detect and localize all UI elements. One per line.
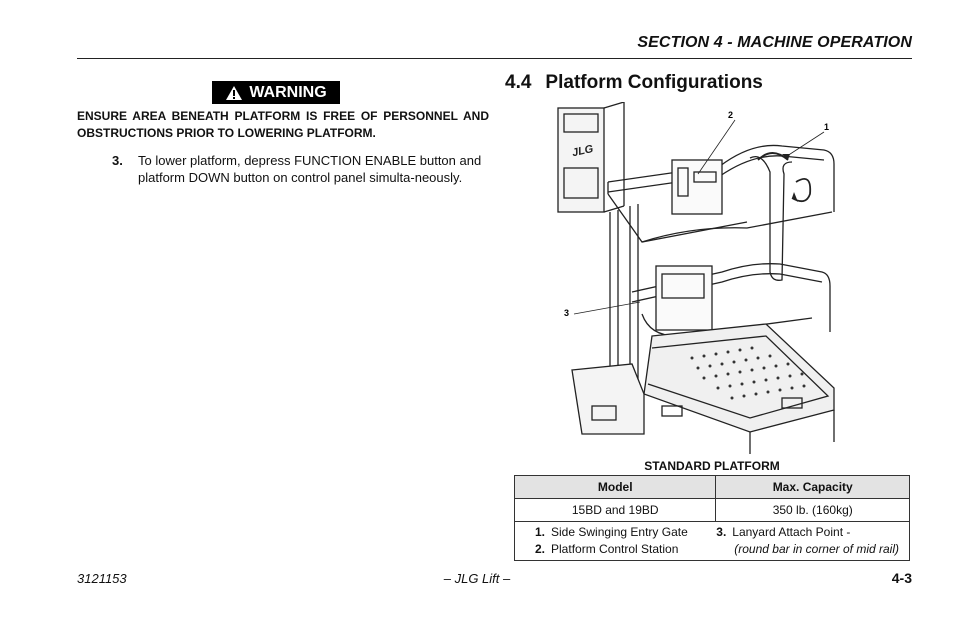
legend-note: (round bar in corner of mid rail) xyxy=(734,542,899,556)
control-station xyxy=(671,159,723,215)
legend-item-2: 2.Platform Control Station xyxy=(535,542,679,556)
section-heading: 4.4 Platform Configurations xyxy=(505,72,763,94)
legend-row: 1.Side Swinging Entry Gate 2.Platform Co… xyxy=(514,521,910,561)
section-number: 4.4 xyxy=(505,72,532,93)
footer-center: – JLG Lift – xyxy=(443,571,511,586)
cell-model: 15BD and 19BD xyxy=(513,498,717,522)
callout-1: 1 xyxy=(824,122,829,132)
footer-doc-number: 3121153 xyxy=(77,571,127,586)
step-number: 3. xyxy=(112,153,123,168)
table-header-row: Model Max. Capacity xyxy=(513,475,910,499)
mast-panel-top xyxy=(563,113,599,133)
footer-page-number: 4-3 xyxy=(891,570,912,586)
warning-badge: WARNING xyxy=(212,81,340,104)
section-title: Platform Configurations xyxy=(545,72,763,93)
deck-grid xyxy=(690,346,806,400)
warning-triangle-icon xyxy=(226,85,243,100)
brand-mark: JLG xyxy=(571,143,595,159)
mast-column xyxy=(557,107,605,213)
step-text: To lower platform, depress FUNCTION ENAB… xyxy=(138,153,482,185)
mast-panel-bottom xyxy=(563,167,599,199)
section-header-title: SECTION 4 - MACHINE OPERATION xyxy=(637,34,912,51)
warning-label: WARNING xyxy=(249,83,327,101)
header-divider xyxy=(77,58,912,59)
col-header-model: Model xyxy=(513,475,717,499)
procedure-step: 3. To lower platform, depress FUNCTION E… xyxy=(112,152,492,186)
capacity-table: Model Max. Capacity 15BD and 19BD 350 lb… xyxy=(513,475,910,561)
platform-illustration: JLG 2 1 3 xyxy=(557,102,835,454)
table-row: 15BD and 19BD 350 lb. (160kg) xyxy=(513,498,910,522)
figure-caption: STANDARD PLATFORM xyxy=(644,459,780,473)
col-header-capacity: Max. Capacity xyxy=(715,475,910,499)
warning-text: ENSURE AREA BENEATH PLATFORM IS FREE OF … xyxy=(77,108,489,142)
callout-3: 3 xyxy=(564,308,569,318)
callout-2: 2 xyxy=(728,110,733,120)
warning-line-1: ENSURE AREA BENEATH PLATFORM IS FREE OF … xyxy=(77,109,489,123)
cell-capacity: 350 lb. (160kg) xyxy=(715,498,910,522)
warning-line-2: OBSTRUCTIONS PRIOR TO LOWERING PLATFORM. xyxy=(77,126,376,140)
legend-item-1: 1.Side Swinging Entry Gate xyxy=(535,525,688,539)
legend-cell: 1.Side Swinging Entry Gate 2.Platform Co… xyxy=(514,521,910,561)
legend-item-3: 3.Lanyard Attach Point - xyxy=(716,525,851,539)
